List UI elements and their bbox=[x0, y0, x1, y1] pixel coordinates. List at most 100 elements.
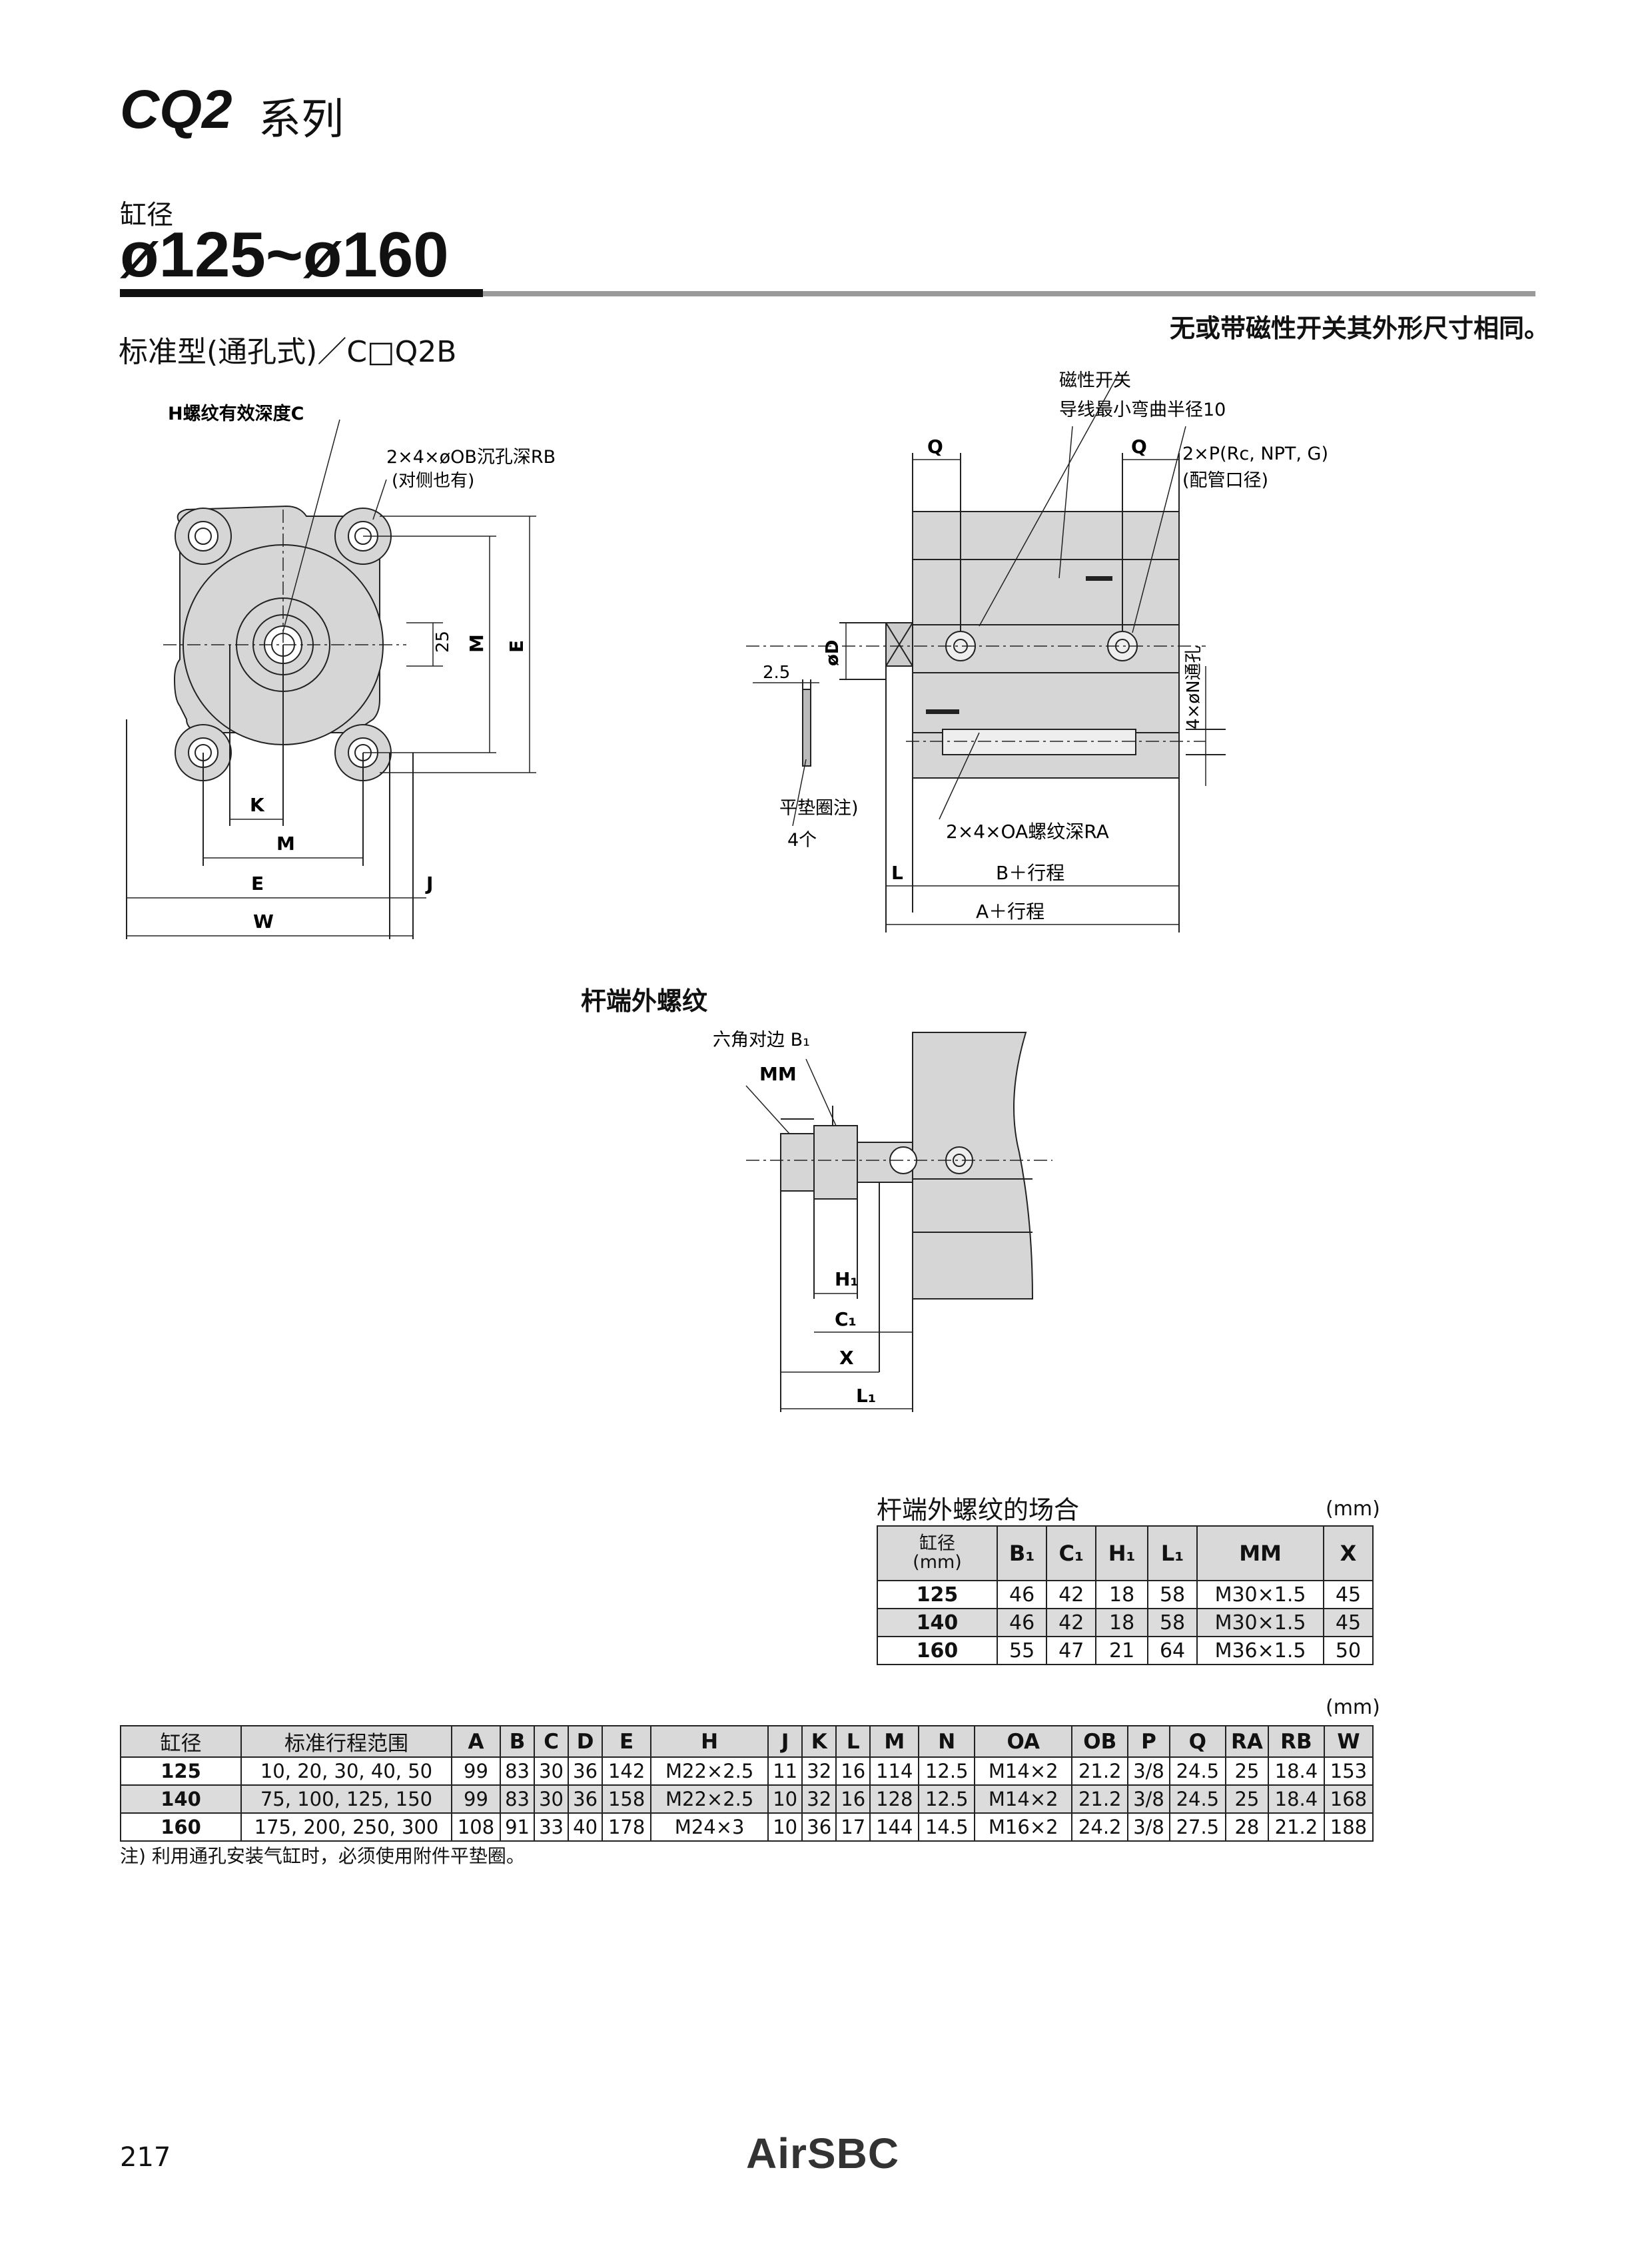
rod-th-x: X bbox=[1323, 1525, 1374, 1581]
table-cell: 10, 20, 30, 40, 50 bbox=[240, 1756, 452, 1786]
table-cell: M22×2.5 bbox=[650, 1784, 769, 1814]
dim-m-vertical: M bbox=[466, 634, 488, 653]
th-m: M bbox=[869, 1725, 920, 1758]
th-w: W bbox=[1323, 1725, 1374, 1758]
th-n: N bbox=[918, 1725, 976, 1758]
rod-cell: 42 bbox=[1046, 1580, 1097, 1609]
table-cell: 3/8 bbox=[1127, 1812, 1170, 1842]
dim-q-left: Q bbox=[927, 436, 943, 458]
rod-cell: 18 bbox=[1095, 1580, 1149, 1609]
table-cell: 3/8 bbox=[1127, 1784, 1170, 1814]
brand-logo: AirSBC bbox=[746, 2129, 900, 2177]
table-cell: 21.2 bbox=[1071, 1756, 1129, 1786]
title-rule-thick bbox=[120, 289, 483, 297]
rod-table-unit: (mm) bbox=[1326, 1497, 1380, 1521]
table-cell: 25 bbox=[1224, 1756, 1269, 1786]
th-stroke: 标准行程范围 bbox=[240, 1725, 452, 1758]
th-bore: 缸径 bbox=[120, 1725, 242, 1758]
table-cell: 24.5 bbox=[1168, 1756, 1226, 1786]
table-cell: 33 bbox=[534, 1812, 570, 1842]
bore-range-title: ø125~ø160 bbox=[120, 219, 449, 290]
table-cell: 75, 100, 125, 150 bbox=[240, 1784, 452, 1814]
table-cell: 24.5 bbox=[1168, 1784, 1226, 1814]
rod-cell: 42 bbox=[1046, 1608, 1097, 1637]
table-cell: 158 bbox=[602, 1784, 652, 1814]
table-cell: 25 bbox=[1224, 1784, 1269, 1814]
th-c: C bbox=[534, 1725, 570, 1758]
rod-cell: M30×1.5 bbox=[1196, 1580, 1325, 1609]
th-d: D bbox=[568, 1725, 604, 1758]
rod-th-b1: B₁ bbox=[996, 1525, 1048, 1581]
dim-k-label: K bbox=[250, 794, 265, 816]
th-rb: RB bbox=[1267, 1725, 1325, 1758]
table-cell: 21.2 bbox=[1071, 1784, 1129, 1814]
table-row: 160 175, 200, 250, 300 108 91 33 40 178 … bbox=[120, 1812, 1374, 1842]
th-j: J bbox=[767, 1725, 803, 1758]
table-cell: 30 bbox=[534, 1756, 570, 1786]
th-l: L bbox=[835, 1725, 871, 1758]
rod-cell: 64 bbox=[1147, 1636, 1198, 1665]
dim-j-label: J bbox=[425, 873, 433, 895]
dim-e-label: E bbox=[251, 873, 264, 895]
mm-label: MM bbox=[759, 1063, 797, 1085]
dim-m-label: M bbox=[276, 833, 295, 855]
title-rule-thin bbox=[483, 291, 1535, 296]
table-cell: M16×2 bbox=[974, 1812, 1073, 1842]
series-suffix: 系列 bbox=[258, 95, 344, 145]
rod-cell: 160 bbox=[877, 1636, 998, 1665]
table-cell: M14×2 bbox=[974, 1784, 1073, 1814]
table-cell: 21.2 bbox=[1267, 1812, 1325, 1842]
rod-cell: 18 bbox=[1095, 1608, 1149, 1637]
rod-cell: 125 bbox=[877, 1580, 998, 1609]
rod-cell: 45 bbox=[1323, 1580, 1374, 1609]
table-cell: 32 bbox=[801, 1784, 837, 1814]
table-cell: 18.4 bbox=[1267, 1784, 1325, 1814]
rod-th-l1: L₁ bbox=[1147, 1525, 1198, 1581]
table-cell: 14.5 bbox=[918, 1812, 976, 1842]
hex-label: 六角对边 B₁ bbox=[713, 1030, 810, 1050]
rod-th-c1: C₁ bbox=[1046, 1525, 1097, 1581]
table-cell: 153 bbox=[1323, 1756, 1374, 1786]
table-cell: 11 bbox=[767, 1756, 803, 1786]
page-number: 217 bbox=[120, 2142, 171, 2173]
bore-label: 缸径 bbox=[120, 200, 173, 230]
dim-od-label: øD bbox=[823, 640, 843, 666]
ob-callout: 2×4×øOB沉孔深RB bbox=[386, 447, 556, 468]
table-cell: 12.5 bbox=[918, 1784, 976, 1814]
table-cell: 83 bbox=[499, 1784, 536, 1814]
l1-label: L₁ bbox=[856, 1385, 876, 1407]
rod-cell: 50 bbox=[1323, 1636, 1374, 1665]
port-label: 2×P(Rc, NPT, G) bbox=[1182, 444, 1328, 464]
table-cell: 178 bbox=[602, 1812, 652, 1842]
h-callout: H螺纹有效深度C bbox=[168, 403, 304, 424]
dim-l-label: L bbox=[891, 862, 903, 884]
table-cell: 125 bbox=[120, 1756, 242, 1786]
th-b: B bbox=[499, 1725, 536, 1758]
rod-cell: 21 bbox=[1095, 1636, 1149, 1665]
table-footnote: 注) 利用通孔安装气缸时，必须使用附件平垫圈。 bbox=[120, 1845, 525, 1867]
table-cell: 16 bbox=[835, 1756, 871, 1786]
rod-cell: 46 bbox=[996, 1608, 1048, 1637]
table-cell: 18.4 bbox=[1267, 1756, 1325, 1786]
rod-th-mm: MM bbox=[1196, 1525, 1325, 1581]
table-cell: 175, 200, 250, 300 bbox=[240, 1812, 452, 1842]
side-view-drawing: 磁性开关 导线最小弯曲半径10 Q Q 2×P(Rc, NPT, G) (配管口… bbox=[746, 370, 1328, 933]
table-cell: 40 bbox=[568, 1812, 604, 1842]
h1-label: H₁ bbox=[835, 1268, 859, 1290]
th-oa: OA bbox=[974, 1725, 1073, 1758]
washer-qty: 4个 bbox=[787, 830, 817, 851]
rod-table-row: 160 55 47 21 64 M36×1.5 50 bbox=[877, 1636, 1374, 1665]
table-cell: 27.5 bbox=[1168, 1812, 1226, 1842]
table-cell: 36 bbox=[801, 1812, 837, 1842]
oa-callout: 2×4×OA螺纹深RA bbox=[946, 821, 1109, 843]
rod-table-row: 125 46 42 18 58 M30×1.5 45 bbox=[877, 1580, 1374, 1609]
rod-cell: 55 bbox=[996, 1636, 1048, 1665]
table-cell: M14×2 bbox=[974, 1756, 1073, 1786]
table-cell: 28 bbox=[1224, 1812, 1269, 1842]
table-cell: 32 bbox=[801, 1756, 837, 1786]
switch-note: 无或带磁性开关其外形尺寸相同。 bbox=[1170, 314, 1550, 343]
th-a: A bbox=[451, 1725, 501, 1758]
rod-end-drawing: 六角对边 B₁ MM H₁ C₁ X L₁ bbox=[713, 1030, 1052, 1412]
rod-end-title: 杆端外螺纹 bbox=[581, 986, 708, 1016]
dim-e-vertical: E bbox=[506, 640, 528, 653]
